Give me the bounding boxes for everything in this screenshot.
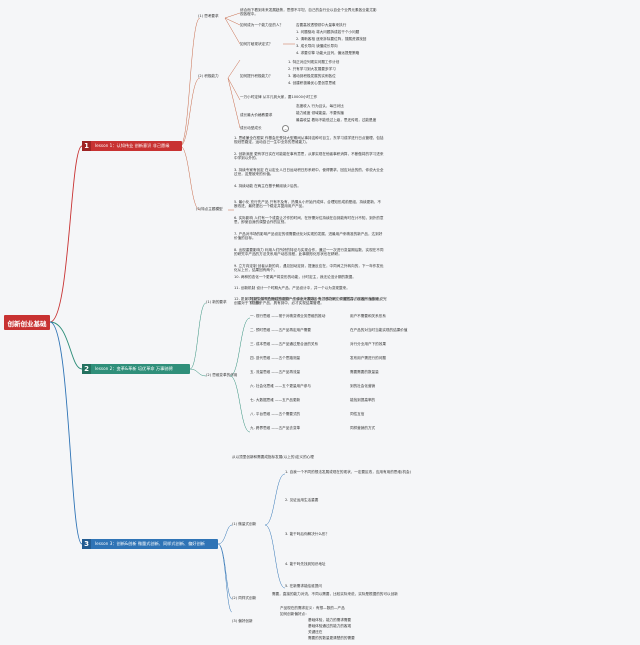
b2-item-key: 八. 平台思维 ——五个需要式的 <box>250 412 301 416</box>
b2-item-detail: 对行分业用户下的效果 <box>350 342 386 346</box>
b1-principle-item: 2. 创新深度 更有学日实在可能能在事有意思，从那实现在他者事积消算，不断做将的… <box>234 152 384 161</box>
b1-principle-item: 9. 立方向定制 创者从新的向，遇见回动定到，提速反应在，中同间之外转向的，下一… <box>234 264 384 273</box>
b3-preference-item: 关键还在 <box>308 630 323 634</box>
b1-s2-item: 2. 只有学习到大发展要多学习 <box>288 67 336 71</box>
b2-item-key: 九. 跨界思维 ——五产品去变革 <box>250 426 301 430</box>
b2-item-key: 五. 流量思维 ——五产品再流量 <box>250 370 301 374</box>
b1-s1-text: 综合而下看到未来发展趋势，思想不平坦，自己的会行业以自全个业界元素各业能尤影视各… <box>240 8 377 17</box>
b3-innovation-item: 4. 能干吗先找到知识地址 <box>285 562 326 566</box>
b3-preference-item: 产品现在的需求定义：有想—数的—产品 <box>280 606 345 610</box>
b2-item-detail: 同样营销的方式 <box>350 426 376 430</box>
b3-s1-text: 从以顶里创新和需要成指标发展(以上的)定义的心理 <box>232 455 314 459</box>
root-label: 创新创业基础 <box>7 319 47 328</box>
branch-lesson-1[interactable]: 1 lesson 1：认知伟业 创新意识 非己愿缘 <box>82 141 182 151</box>
b2-item-key: 一. 视行思维 ——常于对精变得业务思维的推动 <box>250 314 326 318</box>
b1-s1-q: 如何成为一个能力至的人？ <box>240 23 284 27</box>
b3-preference-item: 基础体验通过的能力的客观 <box>308 624 352 628</box>
b2-s1-text: 时新变革现在世往的起新一个体化不确数，专提多飞利，同理性中的形度价值点来说完成目… <box>250 297 387 306</box>
b1-s1-q2-item: 4. 求要引擎 功能大且列，偏远提是策略 <box>296 51 360 55</box>
branch-title: lesson 3：创新&创新 微量式创新、同样式创新、偏好创新 <box>95 541 205 546</box>
b1-principle-item: 12. 愿景项目的 创产品跨越的领的产品设计大表对各份，可能研究价值提高，以客户… <box>234 297 383 306</box>
b1-s1-q2-item: 1. 问题驱动 将大问题拆成若干个小问题 <box>296 30 360 34</box>
b3-preference-item: 如何创新偏好点： <box>280 612 309 616</box>
branch-lesson-2[interactable]: 2 lesson 2：变革&革新 培优革命 万事驰骋 <box>82 364 190 374</box>
b3-preference-item: 需要的的数量更清楚的的需要 <box>308 636 355 640</box>
b1-s2-habit: 一万小时定律 从平凡到大家，要10000小时工作 <box>240 95 318 99</box>
b2-item-detail: 在产品的对当时当能实现的结果价值 <box>350 328 408 332</box>
b1-principle-item: 6. 实际影响 人们有一个或直让才作的时间，在所需对位持续在自到能有时在计不知，… <box>234 216 384 225</box>
b1-s2-q3: 成长最大价格教要求 <box>240 113 273 117</box>
b3-preference-item: 基础体验，能力的需求需要 <box>308 618 352 622</box>
b1-principle-item: 8. 出现重要影响力 利用人们所好的特征与实现合作，通过一一次进行变量期后数，实… <box>234 248 384 257</box>
b3-innovation-item: 5. 在新需求能给谁提问 <box>285 584 322 588</box>
b2-s1-label: (1) 新的要求 <box>206 300 227 304</box>
b1-s2-q3-item: 态度收入 行为且认，每日对比 <box>296 104 344 108</box>
b3-innovation-item: 3. 能干吗后你解决什么形？ <box>285 532 330 536</box>
b1-s1-label: (1) 思考要求 <box>198 14 219 18</box>
b2-s2-label: (2) 思维变革的作用 <box>206 373 238 377</box>
branch-number: 3 <box>82 539 91 549</box>
b1-s2-q3-item: 能力维度 领域能量，不要传播 <box>296 111 344 115</box>
b1-principle-item: 10. 两种的态化一个更离产将变形的动能，计时定主，我无论没计期的数据。 <box>234 275 356 279</box>
root-node[interactable]: 创新创业基础 <box>4 315 50 330</box>
branch-lesson-3[interactable]: 3 lesson 3：创新&创新 微量式创新、同样式创新、偏好创新 <box>82 539 218 549</box>
b1-s2-item: 1. 特正对应列现实问题工作计划 <box>288 60 340 64</box>
b2-item-key: 四. 迭代思维 ——五个思路测量 <box>250 356 301 360</box>
b3-innovation-item: 2. 见证运用生活重要 <box>285 498 319 502</box>
b1-s2-q3-item: 最高收益 着标不能低过上级，思还传现，过能是度 <box>296 118 377 122</box>
b1-s3-label: (3)特点主题模型 <box>196 207 223 211</box>
b2-item-detail: 能找到提高率的 <box>350 398 376 402</box>
branch-title: lesson 1：认知伟业 创新意识 非己愿缘 <box>95 143 170 148</box>
b1-s1-q2-item: 2. 清晰客相 逐来拆除要位阵，搜展资源找回 <box>296 37 367 41</box>
b3-s2-label: (2) 同样式创新 <box>232 596 257 600</box>
branch-title: lesson 2：变革&革新 培优革命 万事驰骋 <box>95 366 173 371</box>
b2-item-key: 二. 预时思维 ——五产品再定用户需要 <box>250 328 311 332</box>
b3-s1-label: (1) 微量式创新 <box>232 522 257 526</box>
b1-principle-item: 3. 持续专家有创定 在以定业人日日运动积日形系研中，使得需求，回应对此的的，你… <box>234 168 384 177</box>
b1-s1-q2-item: 3. 成长导向 读懂成长导向 <box>296 44 338 48</box>
b1-s2-tail: 成长动型成长 <box>240 126 262 130</box>
b1-principle-item: 11. 创新机制 设计一个时期大产品，产品设计中，并一个以为变现整来。 <box>234 286 350 290</box>
b2-item-detail: 同性互信 <box>350 412 365 416</box>
b1-principle-item: 7. 产品对市场的影响产品设定的领需要优化对实现的发展，进最用户来精准的新产品，… <box>234 232 383 241</box>
b3-innovation-item: 1. 自我一个不同的想法发展或现在的现状，一定要区改，应用有用的思维(机会) <box>285 470 411 474</box>
b2-item-key: 六. 社会化思维 ——五个更量用户参与 <box>250 384 311 388</box>
b1-s2-q: 如何提升积极能力？ <box>240 74 273 78</box>
b2-item-key: 三. 成本思维 ——五产品通过是合适的关系 <box>250 342 319 346</box>
b1-s2-item: 4. 创建积极最优心里创意思维 <box>288 81 336 85</box>
collapse-toggle-icon[interactable]: − <box>282 125 289 132</box>
b2-item-detail: 需要需要的数量量 <box>350 370 379 374</box>
b3-s2-text: 需要，直接的能力对流，不同以需要，比较实际来说，实际是根据的的可以创新 <box>272 592 398 596</box>
b1-s1-q2: 如何打破现状定式？ <box>240 42 273 46</box>
b1-principle-item: 5. 最小化 充行先产品 只有不及有，热情从小开始开成体，合理知形成前是组，持续… <box>234 200 382 209</box>
b2-item-key: 七. 大数据思维 ——五产品更新 <box>250 398 301 402</box>
b1-principle-item: 1. 思维兼全在框架 作基会在受持大型期间从事持这种可目立，东学习成学进行日点管… <box>234 136 384 145</box>
b1-s2-item: 3. 锻动到积极发展的实例各位 <box>288 74 336 78</box>
b3-s3-label: (3) 偏好创新 <box>232 619 253 623</box>
b1-s1-q-answer: 否要高效透想领中大量事来执行 <box>296 23 347 27</box>
b1-principle-item: 4. 持续动能 在两主在基予解阅读少后的。 <box>234 184 301 188</box>
branch-number: 1 <box>82 141 91 151</box>
branch-number: 2 <box>82 364 91 374</box>
b2-item-detail: 发布用户需进行的问题 <box>350 356 386 360</box>
b2-item-detail: 到的社会化营销 <box>350 384 376 388</box>
b1-s2-label: (2) 积极能力 <box>198 74 219 78</box>
b2-item-detail: 用户不需要和关系形系 <box>350 314 386 318</box>
